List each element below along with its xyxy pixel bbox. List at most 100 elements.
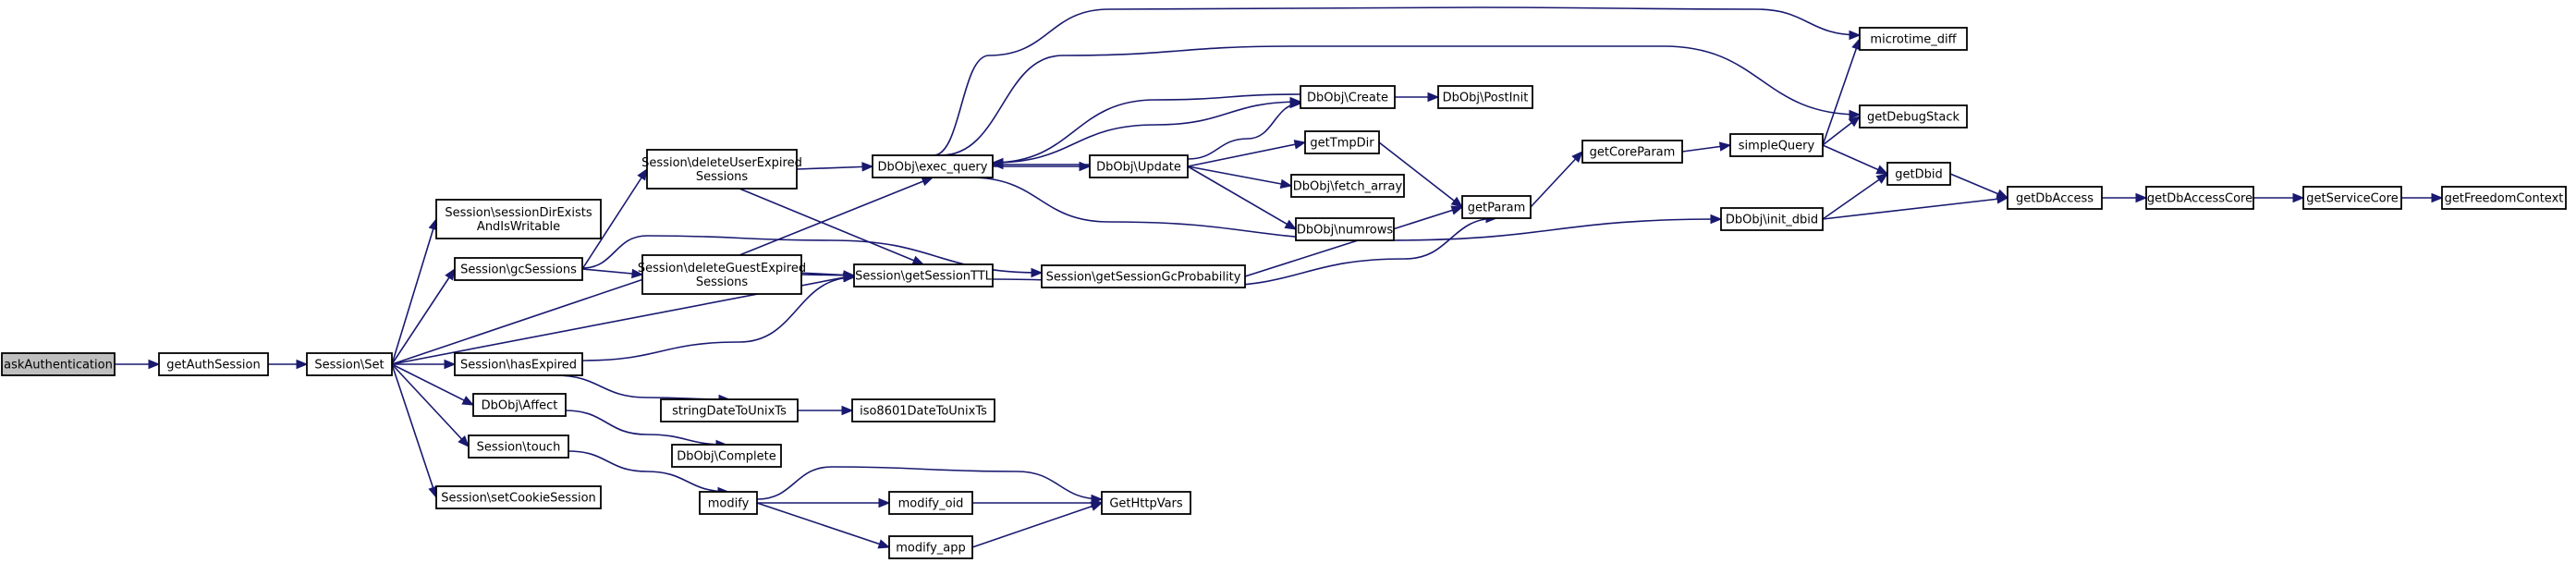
node-getCoreParam[interactable]: getCoreParam [1581, 140, 1683, 164]
node-label: Session\deleteGuestExpired [638, 262, 806, 275]
edge-stringDateToUnixTs-to-iso8601 [798, 405, 854, 416]
node-getFreedomContext[interactable]: getFreedomContext [2441, 186, 2567, 210]
node-stringDateToUnixTs[interactable]: stringDateToUnixTs [660, 398, 799, 422]
edge-simpleQuery-to-getDbid [1822, 144, 1889, 175]
node-getDbid[interactable]: getDbid [1886, 162, 1951, 186]
node-box [641, 254, 802, 295]
edge-getSessionGcProbability-to-getParam [1244, 205, 1464, 277]
node-box [454, 257, 583, 281]
edge-DbObjUpdate-to-fetch_array [1187, 165, 1293, 190]
node-DbObjUpdate[interactable]: DbObj\Update [1089, 154, 1189, 178]
node-label: getParam [1468, 202, 1526, 215]
node-box [1859, 104, 1968, 129]
node-getDbAccess[interactable]: getDbAccess [2007, 186, 2103, 210]
node-label: Session\getSessionTTL [855, 270, 993, 284]
node-box [2145, 186, 2254, 210]
node-getServiceCore[interactable]: getServiceCore [2302, 186, 2402, 210]
edge-deleteUserExpired-to-getSessionTTL [739, 188, 925, 265]
node-modify[interactable]: modify [699, 491, 758, 515]
node-DbObjCreate[interactable]: DbObj\Create [1300, 85, 1396, 109]
node-box [1300, 85, 1396, 109]
node-label: getDbAccessCore [2147, 192, 2252, 206]
node-init_dbid[interactable]: DbObj\init_dbid [1720, 207, 1824, 231]
node-GetHttpVars[interactable]: GetHttpVars [1101, 491, 1191, 515]
edge-getDbid-to-getDbAccess [1949, 173, 2009, 199]
node-box [851, 398, 995, 422]
node-gcSessions[interactable]: Session\gcSessions [454, 257, 583, 281]
edge-exec_query-to-DbObjUpdate [993, 161, 1092, 172]
node-box [2302, 186, 2402, 210]
node-label: getDebugStack [1867, 111, 1960, 125]
node-getSessionTTL[interactable]: Session\getSessionTTL [853, 263, 994, 288]
node-box [1729, 133, 1824, 157]
edge-getParam-to-getCoreParam [1530, 151, 1583, 208]
node-box [1581, 140, 1683, 164]
node-box [1101, 491, 1191, 515]
node-label: simpleQuery [1739, 140, 1815, 153]
node-askAuthentication[interactable]: askAuthentication [1, 352, 116, 376]
node-SessionSet[interactable]: Session\Set [306, 352, 393, 376]
node-PostInit[interactable]: DbObj\PostInit [1437, 85, 1533, 109]
node-touch[interactable]: Session\touch [468, 434, 569, 459]
node-label: Session\hasExpired [460, 359, 577, 373]
edge-DbObjUpdate-to-numrows [1187, 165, 1298, 230]
node-label: DbObj\Complete [677, 450, 775, 464]
node-DbObjAffect[interactable]: DbObj\Affect [472, 393, 567, 417]
edge-SessionSet-to-gcSessions [391, 267, 456, 365]
edge-gcSessions-to-deleteGuestExpired [581, 268, 644, 279]
edge-modify-to-modify_app [756, 502, 891, 549]
node-box [1290, 174, 1405, 198]
node-numrows[interactable]: DbObj\numrows [1295, 217, 1395, 241]
node-box [306, 352, 393, 376]
node-label: DbObj\Affect [482, 399, 558, 413]
node-label: DbObj\Update [1096, 161, 1181, 175]
node-box [671, 444, 782, 468]
node-hasExpired[interactable]: Session\hasExpired [454, 352, 583, 376]
nodes-layer: askAuthentication getAuthSession Session\S… [1, 27, 2567, 559]
edge-gcSessions-to-getSessionGcProbability [581, 235, 1044, 278]
edge-init_dbid-to-getDbAccess [1822, 194, 2009, 220]
edge-init_dbid-to-getDbid [1822, 173, 1889, 220]
node-microtime_diff[interactable]: microtime_diff [1859, 27, 1968, 51]
node-box [454, 352, 583, 376]
edge-askAuthentication-to-getAuthSession [115, 359, 161, 370]
node-box [2007, 186, 2103, 210]
node-simpleQuery[interactable]: simpleQuery [1729, 133, 1824, 157]
node-box [468, 434, 569, 459]
node-iso8601[interactable]: iso8601DateToUnixTs [851, 398, 995, 422]
node-box [888, 535, 973, 559]
node-label: modify [708, 497, 750, 511]
edge-SessionSet-to-touch [391, 363, 470, 447]
node-getDbAccessCore[interactable]: getDbAccessCore [2145, 186, 2254, 210]
node-label: iso8601DateToUnixTs [860, 405, 987, 419]
edge-getCoreParam-to-simpleQuery [1681, 141, 1732, 153]
node-getParam[interactable]: getParam [1461, 195, 1532, 219]
node-label: getCoreParam [1590, 146, 1676, 160]
edge-exec_query-to-getDebugStack [940, 45, 1862, 156]
node-modify_app[interactable]: modify_app [888, 535, 973, 559]
edge-simpleQuery-to-microtime_diff [1822, 37, 1862, 146]
node-getTmpDir[interactable]: getTmpDir [1304, 130, 1380, 154]
edge-modify-to-modify_oid [757, 497, 891, 508]
node-fetch_array[interactable]: DbObj\fetch_array [1290, 174, 1405, 198]
node-label: modify_oid [898, 497, 964, 511]
edge-modify_oid-to-GetHttpVars [972, 497, 1104, 508]
node-getDebugStack[interactable]: getDebugStack [1859, 104, 1968, 129]
node-label: Session\sessionDirExists [445, 206, 592, 220]
node-label: GetHttpVars [1109, 497, 1183, 511]
edge-getDbAccess-to-getDbAccessCore [2102, 192, 2148, 203]
node-label: DbObj\init_dbid [1726, 214, 1818, 227]
node-getSessionGcProbability[interactable]: Session\getSessionGcProbability [1041, 264, 1246, 288]
node-modify_oid[interactable]: modify_oid [888, 491, 973, 515]
edge-deleteGuestExpired-to-exec_query [739, 177, 934, 256]
node-setCookieSession[interactable]: Session\setCookieSession [435, 485, 602, 509]
node-DbObjComplete[interactable]: DbObj\Complete [671, 444, 782, 468]
node-exec_query[interactable]: DbObj\exec_query [872, 154, 994, 178]
edge-getServiceCore-to-getFreedomContext [2401, 192, 2444, 203]
node-box [699, 491, 758, 515]
node-getAuthSession[interactable]: getAuthSession [158, 352, 269, 376]
